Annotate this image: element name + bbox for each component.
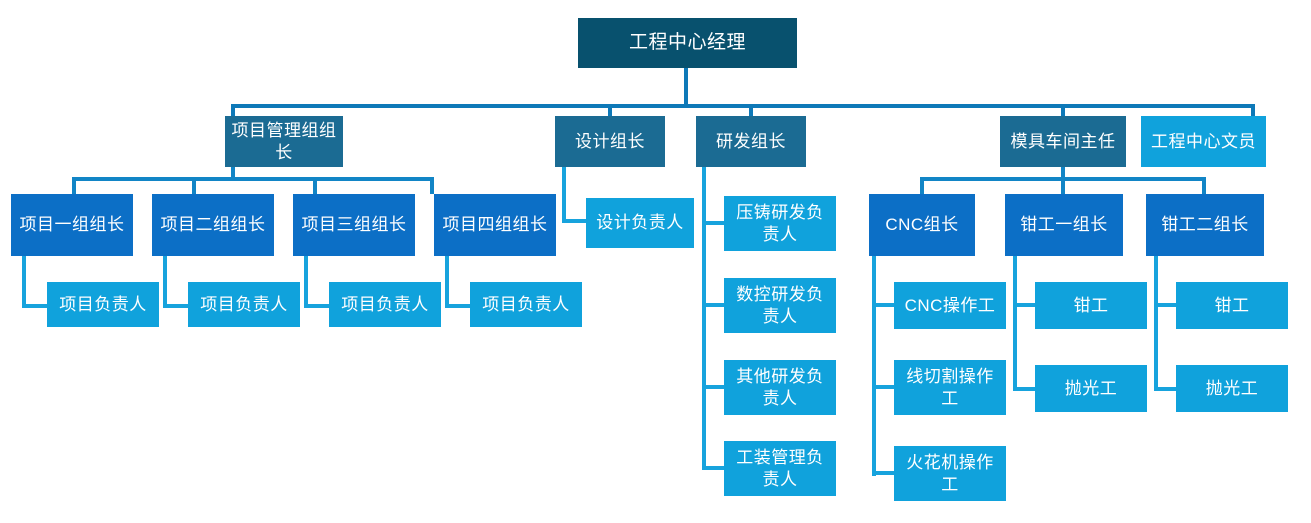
connector-g1-owner-vert xyxy=(22,256,26,308)
connector-pm-to-g2 xyxy=(192,177,196,194)
connector-g4-owner-vert xyxy=(445,256,449,308)
connector-g4-owner-horz xyxy=(445,304,471,308)
connector-pm-to-g1 xyxy=(72,177,76,194)
node-fitter-1-worker[interactable]: 钳工 xyxy=(1035,282,1147,329)
node-project-group-3-leader[interactable]: 项目三组组长 xyxy=(293,194,415,256)
node-mold-workshop-director[interactable]: 模具车间主任 xyxy=(1000,116,1126,167)
connector-g2-owner-vert xyxy=(163,256,167,308)
connector-workshop-drop xyxy=(1061,167,1065,181)
connector-g1-owner-horz xyxy=(22,304,48,308)
node-engineering-center-clerk[interactable]: 工程中心文员 xyxy=(1141,116,1266,167)
node-rnd-group-leader[interactable]: 研发组长 xyxy=(696,116,806,167)
connector-root-drop xyxy=(684,68,688,108)
node-engineering-center-manager[interactable]: 工程中心经理 xyxy=(578,18,797,68)
node-wire-cut-operator[interactable]: 线切割操作工 xyxy=(894,360,1006,415)
node-fitter-2-polisher[interactable]: 抛光工 xyxy=(1176,365,1288,412)
connector-design-horz xyxy=(562,219,586,223)
connector-rnd-branch-1 xyxy=(702,221,724,225)
node-project-owner-1[interactable]: 项目负责人 xyxy=(47,282,159,327)
node-fitter-group-1-leader[interactable]: 钳工一组长 xyxy=(1005,194,1123,256)
node-design-group-leader[interactable]: 设计组长 xyxy=(555,116,665,167)
node-project-management-group-leader[interactable]: 项目管理组组长 xyxy=(225,116,343,167)
node-diecast-rnd-owner[interactable]: 压铸研发负责人 xyxy=(724,196,836,251)
connector-root-bus xyxy=(231,104,1255,108)
node-cnc-rnd-owner[interactable]: 数控研发负责人 xyxy=(724,278,836,333)
node-fitter-1-polisher[interactable]: 抛光工 xyxy=(1035,365,1147,412)
connector-fitter2-branch-2 xyxy=(1154,387,1176,391)
node-tooling-management-owner[interactable]: 工装管理负责人 xyxy=(724,441,836,496)
node-cnc-operator[interactable]: CNC操作工 xyxy=(894,282,1006,329)
node-edm-operator[interactable]: 火花机操作工 xyxy=(894,446,1006,501)
connector-g3-owner-horz xyxy=(304,304,330,308)
connector-rnd-branch-4 xyxy=(702,466,724,470)
connector-fitter1-branch-2 xyxy=(1013,387,1035,391)
connector-workshop-to-fitter1 xyxy=(1061,177,1065,194)
connector-root-to-design xyxy=(608,104,612,116)
connector-fitter1-spine xyxy=(1013,256,1017,391)
connector-fitter2-spine xyxy=(1154,256,1158,391)
node-project-owner-4[interactable]: 项目负责人 xyxy=(470,282,582,327)
node-project-group-4-leader[interactable]: 项目四组组长 xyxy=(434,194,556,256)
node-project-owner-2[interactable]: 项目负责人 xyxy=(188,282,300,327)
connector-cnc-branch-1 xyxy=(872,303,894,307)
node-project-group-1-leader[interactable]: 项目一组组长 xyxy=(11,194,133,256)
connector-cnc-branch-2 xyxy=(872,385,894,389)
connector-workshop-to-fitter2 xyxy=(1202,177,1206,194)
node-project-owner-3[interactable]: 项目负责人 xyxy=(329,282,441,327)
node-design-owner[interactable]: 设计负责人 xyxy=(586,198,694,248)
connector-fitter1-branch-1 xyxy=(1013,303,1035,307)
node-other-rnd-owner[interactable]: 其他研发负责人 xyxy=(724,360,836,415)
node-fitter-2-worker[interactable]: 钳工 xyxy=(1176,282,1288,329)
connector-pm-to-g3 xyxy=(313,177,317,194)
connector-workshop-to-cnc xyxy=(920,177,924,194)
connector-pm-to-g4 xyxy=(430,177,434,194)
connector-design-vert xyxy=(562,167,566,223)
connector-root-to-clerk xyxy=(1251,104,1255,116)
connector-root-to-pm xyxy=(231,104,235,116)
connector-g3-owner-vert xyxy=(304,256,308,308)
node-cnc-group-leader[interactable]: CNC组长 xyxy=(869,194,975,256)
connector-pm-drop xyxy=(231,167,235,181)
connector-rnd-branch-2 xyxy=(702,303,724,307)
connector-pm-bus xyxy=(72,177,434,181)
node-project-group-2-leader[interactable]: 项目二组组长 xyxy=(152,194,274,256)
connector-cnc-branch-3 xyxy=(872,471,894,475)
connector-rnd-branch-3 xyxy=(702,385,724,389)
connector-cnc-spine xyxy=(872,256,876,476)
connector-g2-owner-horz xyxy=(163,304,189,308)
connector-root-to-rnd xyxy=(749,104,753,116)
connector-rnd-spine xyxy=(702,167,706,470)
connector-fitter2-branch-1 xyxy=(1154,303,1176,307)
connector-root-to-workshop xyxy=(1061,104,1065,116)
node-fitter-group-2-leader[interactable]: 钳工二组长 xyxy=(1146,194,1264,256)
